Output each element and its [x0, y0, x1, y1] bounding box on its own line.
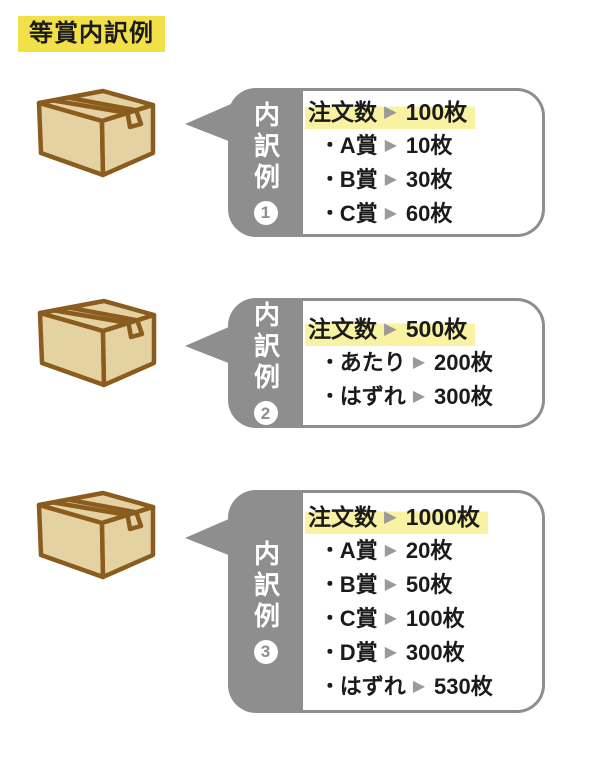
- arrow-right-icon: ▶: [384, 136, 397, 154]
- arrow-right-icon: ▶: [384, 541, 397, 559]
- total-label: 注文数: [308, 503, 377, 530]
- breakdown-list: 注文数 ▶ 100枚 ・ A賞 ▶ 10枚 ・ B賞 ▶ 30枚 ・ C賞 ▶: [303, 88, 545, 237]
- arrow-right-icon: ▶: [384, 575, 397, 593]
- cardboard-box-icon: [37, 296, 159, 390]
- example-label-panel: 内訳例 2: [185, 298, 303, 428]
- speech-bubble-example-3: 内訳例 3 注文数 ▶ 1000枚 ・ A賞 ▶ 20枚 ・ B賞 ▶ 5: [185, 490, 545, 713]
- highlighted-total: 注文数 ▶ 100枚: [305, 94, 476, 129]
- arrow-right-icon: ▶: [384, 609, 397, 627]
- breakdown-list: 注文数 ▶ 1000枚 ・ A賞 ▶ 20枚 ・ B賞 ▶ 50枚 ・ C賞 ▶: [303, 490, 545, 713]
- cardboard-box-icon: [36, 86, 158, 180]
- prize-name: A賞: [339, 537, 378, 563]
- order-total-row: 注文数 ▶ 500枚: [305, 312, 536, 346]
- prize-name: A賞: [339, 132, 378, 158]
- arrow-right-icon: ▶: [412, 354, 425, 371]
- bullet-icon: ・: [320, 641, 340, 664]
- prize-name: はずれ: [339, 384, 406, 409]
- order-total-row: 注文数 ▶ 100枚: [305, 94, 536, 129]
- arrow-right-icon: ▶: [384, 643, 397, 661]
- example-number-badge: 2: [253, 401, 278, 425]
- prize-count: 530枚: [434, 673, 493, 699]
- arrow-right-icon: ▶: [384, 170, 397, 188]
- prize-count: 30枚: [405, 166, 453, 192]
- page-title: 等賞内訳例: [18, 16, 165, 52]
- speech-bubble-example-1: 内訳例 1 注文数 ▶ 100枚 ・ A賞 ▶ 10枚 ・ B賞 ▶ 30: [185, 88, 545, 237]
- prize-count: 20枚: [405, 537, 453, 563]
- prize-name: C賞: [339, 200, 378, 226]
- example-label-panel: 内訳例 1: [185, 88, 303, 237]
- bullet-icon: ・: [320, 386, 340, 408]
- prize-name: B賞: [339, 571, 378, 597]
- bullet-icon: ・: [320, 539, 340, 562]
- prize-row: ・ B賞 ▶ 50枚: [320, 568, 536, 602]
- total-value: 500枚: [405, 316, 468, 342]
- prize-row: ・ A賞 ▶ 20枚: [320, 534, 536, 568]
- highlighted-total: 注文数 ▶ 500枚: [305, 312, 476, 346]
- bubble-tail-icon: [185, 518, 231, 556]
- prize-row: ・ B賞 ▶ 30枚: [320, 163, 536, 197]
- prize-row: ・ C賞 ▶ 100枚: [320, 602, 536, 636]
- arrow-right-icon: ▶: [384, 204, 397, 222]
- bullet-icon: ・: [320, 202, 340, 225]
- prize-count: 10枚: [405, 132, 453, 158]
- example-label: 内訳例: [250, 539, 281, 633]
- prize-name: C賞: [339, 605, 378, 631]
- arrow-right-icon: ▶: [384, 319, 397, 338]
- order-total-row: 注文数 ▶ 1000枚: [305, 499, 536, 534]
- prize-row: ・ はずれ ▶ 300枚: [320, 380, 536, 414]
- prize-count: 100枚: [405, 605, 465, 631]
- bubble-tail-icon: [185, 104, 231, 142]
- breakdown-list: 注文数 ▶ 500枚 ・ あたり ▶ 200枚 ・ はずれ ▶ 300枚: [303, 298, 545, 428]
- example-number-badge: 3: [253, 639, 278, 664]
- example-label: 内訳例: [250, 301, 281, 394]
- highlighted-total: 注文数 ▶ 1000枚: [305, 499, 488, 534]
- prize-count: 60枚: [405, 200, 453, 226]
- arrow-right-icon: ▶: [384, 101, 397, 121]
- cardboard-box-icon: [36, 488, 158, 582]
- prize-row: ・ あたり ▶ 200枚: [320, 346, 536, 380]
- total-value: 100枚: [405, 98, 468, 125]
- prize-row: ・ A賞 ▶ 10枚: [320, 129, 536, 163]
- bullet-icon: ・: [320, 352, 340, 374]
- prize-name: はずれ: [339, 673, 406, 699]
- arrow-right-icon: ▶: [412, 388, 425, 405]
- speech-bubble-example-2: 内訳例 2 注文数 ▶ 500枚 ・ あたり ▶ 200枚 ・ はずれ ▶: [185, 298, 545, 428]
- bullet-icon: ・: [320, 607, 340, 630]
- prize-row: ・ はずれ ▶ 530枚: [320, 670, 536, 704]
- arrow-right-icon: ▶: [384, 506, 397, 526]
- prize-row: ・ D賞 ▶ 300枚: [320, 636, 536, 670]
- bullet-icon: ・: [320, 134, 340, 157]
- example-label-panel: 内訳例 3: [185, 490, 303, 713]
- bullet-icon: ・: [320, 573, 340, 596]
- example-number-badge: 1: [253, 200, 278, 225]
- prize-count: 300枚: [434, 384, 493, 409]
- arrow-right-icon: ▶: [412, 677, 425, 695]
- prize-name: D賞: [339, 639, 378, 665]
- total-label: 注文数: [308, 98, 377, 125]
- total-value: 1000枚: [405, 503, 480, 530]
- prize-name: あたり: [339, 350, 406, 375]
- total-label: 注文数: [308, 316, 377, 342]
- prize-count: 50枚: [405, 571, 453, 597]
- bubble-tail-icon: [185, 326, 231, 364]
- prize-count: 300枚: [405, 639, 465, 665]
- prize-row: ・ C賞 ▶ 60枚: [320, 197, 536, 231]
- bullet-icon: ・: [320, 675, 340, 698]
- prize-count: 200枚: [434, 350, 493, 375]
- example-label: 内訳例: [250, 100, 281, 194]
- prize-name: B賞: [339, 166, 378, 192]
- bullet-icon: ・: [320, 168, 340, 191]
